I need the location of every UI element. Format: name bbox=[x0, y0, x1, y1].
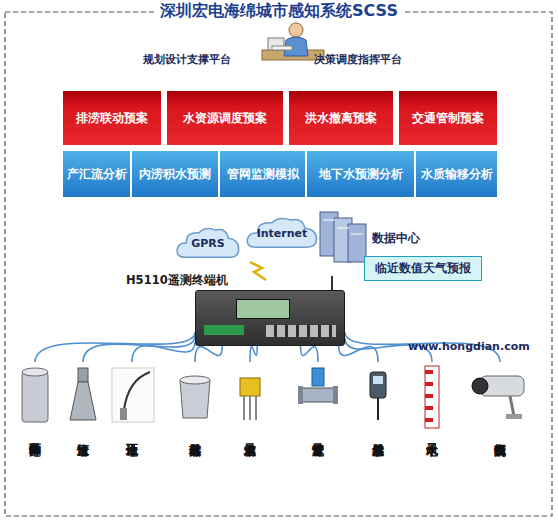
analysis-box: 内涝积水预测 bbox=[131, 150, 219, 198]
rain-gauge-icon bbox=[22, 368, 48, 422]
cable-line bbox=[35, 332, 195, 362]
water-ruler-icon bbox=[425, 366, 439, 428]
title-band: 深圳宏电海绵城市感知系统SCSS bbox=[0, 0, 558, 22]
signal-cable bbox=[132, 342, 195, 362]
node-text: 产汇流分析 bbox=[67, 167, 127, 182]
node-text: 水资源调度预案 bbox=[183, 110, 267, 127]
soil-moisture-icon bbox=[240, 378, 260, 420]
network-cloud: GPRS bbox=[176, 226, 240, 260]
cable-line bbox=[339, 346, 378, 362]
sensor: 管道流量计 bbox=[296, 362, 340, 512]
plan-box: 排涝联动预案 bbox=[62, 90, 162, 146]
cable-line bbox=[195, 346, 222, 362]
sensor: 翻斗雨量计 bbox=[13, 362, 57, 512]
analysis-box: 产汇流分析 bbox=[62, 150, 131, 198]
sensor: 水质传感器 bbox=[356, 362, 400, 512]
server-icon bbox=[320, 212, 366, 262]
analysis-box: 管网监测模拟 bbox=[219, 150, 306, 198]
wireless-symbol bbox=[250, 262, 266, 280]
device-screen bbox=[236, 299, 290, 319]
signal-cable bbox=[250, 346, 257, 362]
signal-cable bbox=[83, 336, 195, 362]
node-text: 交通管制预案 bbox=[412, 110, 484, 127]
node-text: 洪水撤离预案 bbox=[305, 110, 377, 127]
sensor: 电子水尺 bbox=[410, 362, 454, 512]
device-terminals bbox=[204, 325, 244, 335]
network-cloud: Internet bbox=[246, 216, 318, 250]
sensor: 河道水位计 bbox=[61, 362, 105, 512]
annotation: www.hongdian.com bbox=[408, 340, 530, 353]
dashed-frame bbox=[5, 12, 552, 516]
cable-line bbox=[301, 346, 318, 362]
evaporation-icon bbox=[180, 376, 210, 418]
node-text: 地下水预测分析 bbox=[319, 167, 403, 182]
plan-box: 洪水撤离预案 bbox=[288, 90, 394, 146]
radar-level-icon bbox=[70, 368, 96, 420]
annotation: 决策调度指挥平台 bbox=[314, 52, 402, 67]
node-text: 数据中心 bbox=[372, 230, 420, 247]
device-ports bbox=[266, 325, 336, 337]
sensor: 土壤含水量 bbox=[228, 362, 272, 512]
node-text: Internet bbox=[246, 227, 318, 240]
annotation: 规划设计支撑平台 bbox=[143, 52, 231, 67]
cable-line bbox=[132, 342, 195, 362]
sensor: 地下水位计 bbox=[110, 362, 154, 512]
signal-cable bbox=[301, 346, 318, 362]
plan-box: 水资源调度预案 bbox=[166, 90, 284, 146]
node-text: 排涝联动预案 bbox=[76, 110, 148, 127]
sensor: 高清摄像机 bbox=[478, 362, 522, 512]
forecast-box: 临近数值天气预报 bbox=[364, 256, 482, 281]
plan-box: 交通管制预案 bbox=[398, 90, 498, 146]
analysis-box: 地下水预测分析 bbox=[306, 150, 415, 198]
sensor: 蒸发传感器 bbox=[173, 362, 217, 512]
node-text: H5110遥测终端机 bbox=[126, 273, 228, 288]
signal-cable bbox=[195, 346, 222, 362]
analysis-box: 水质输移分析 bbox=[415, 150, 498, 198]
node-text: GPRS bbox=[176, 237, 240, 250]
camera-icon bbox=[472, 376, 524, 419]
signal-cable bbox=[35, 332, 195, 362]
cable-line bbox=[83, 336, 195, 362]
node-text: 水质输移分析 bbox=[421, 167, 493, 182]
node-text: 管网监测模拟 bbox=[227, 167, 299, 182]
groundwater-probe-icon bbox=[112, 368, 154, 422]
diagram-title: 深圳宏电海绵城市感知系统SCSS bbox=[154, 1, 404, 20]
water-quality-icon bbox=[370, 372, 386, 420]
signal-cable bbox=[339, 346, 378, 362]
node-text: 内涝积水预测 bbox=[139, 167, 211, 182]
flow-meter-icon bbox=[298, 368, 338, 404]
cable-line bbox=[250, 346, 257, 362]
antenna bbox=[331, 276, 333, 290]
node-text: 临近数值天气预报 bbox=[375, 261, 471, 276]
terminal-device: H5110遥测终端机 bbox=[195, 290, 345, 346]
data-center: 数据中心 bbox=[318, 208, 368, 264]
